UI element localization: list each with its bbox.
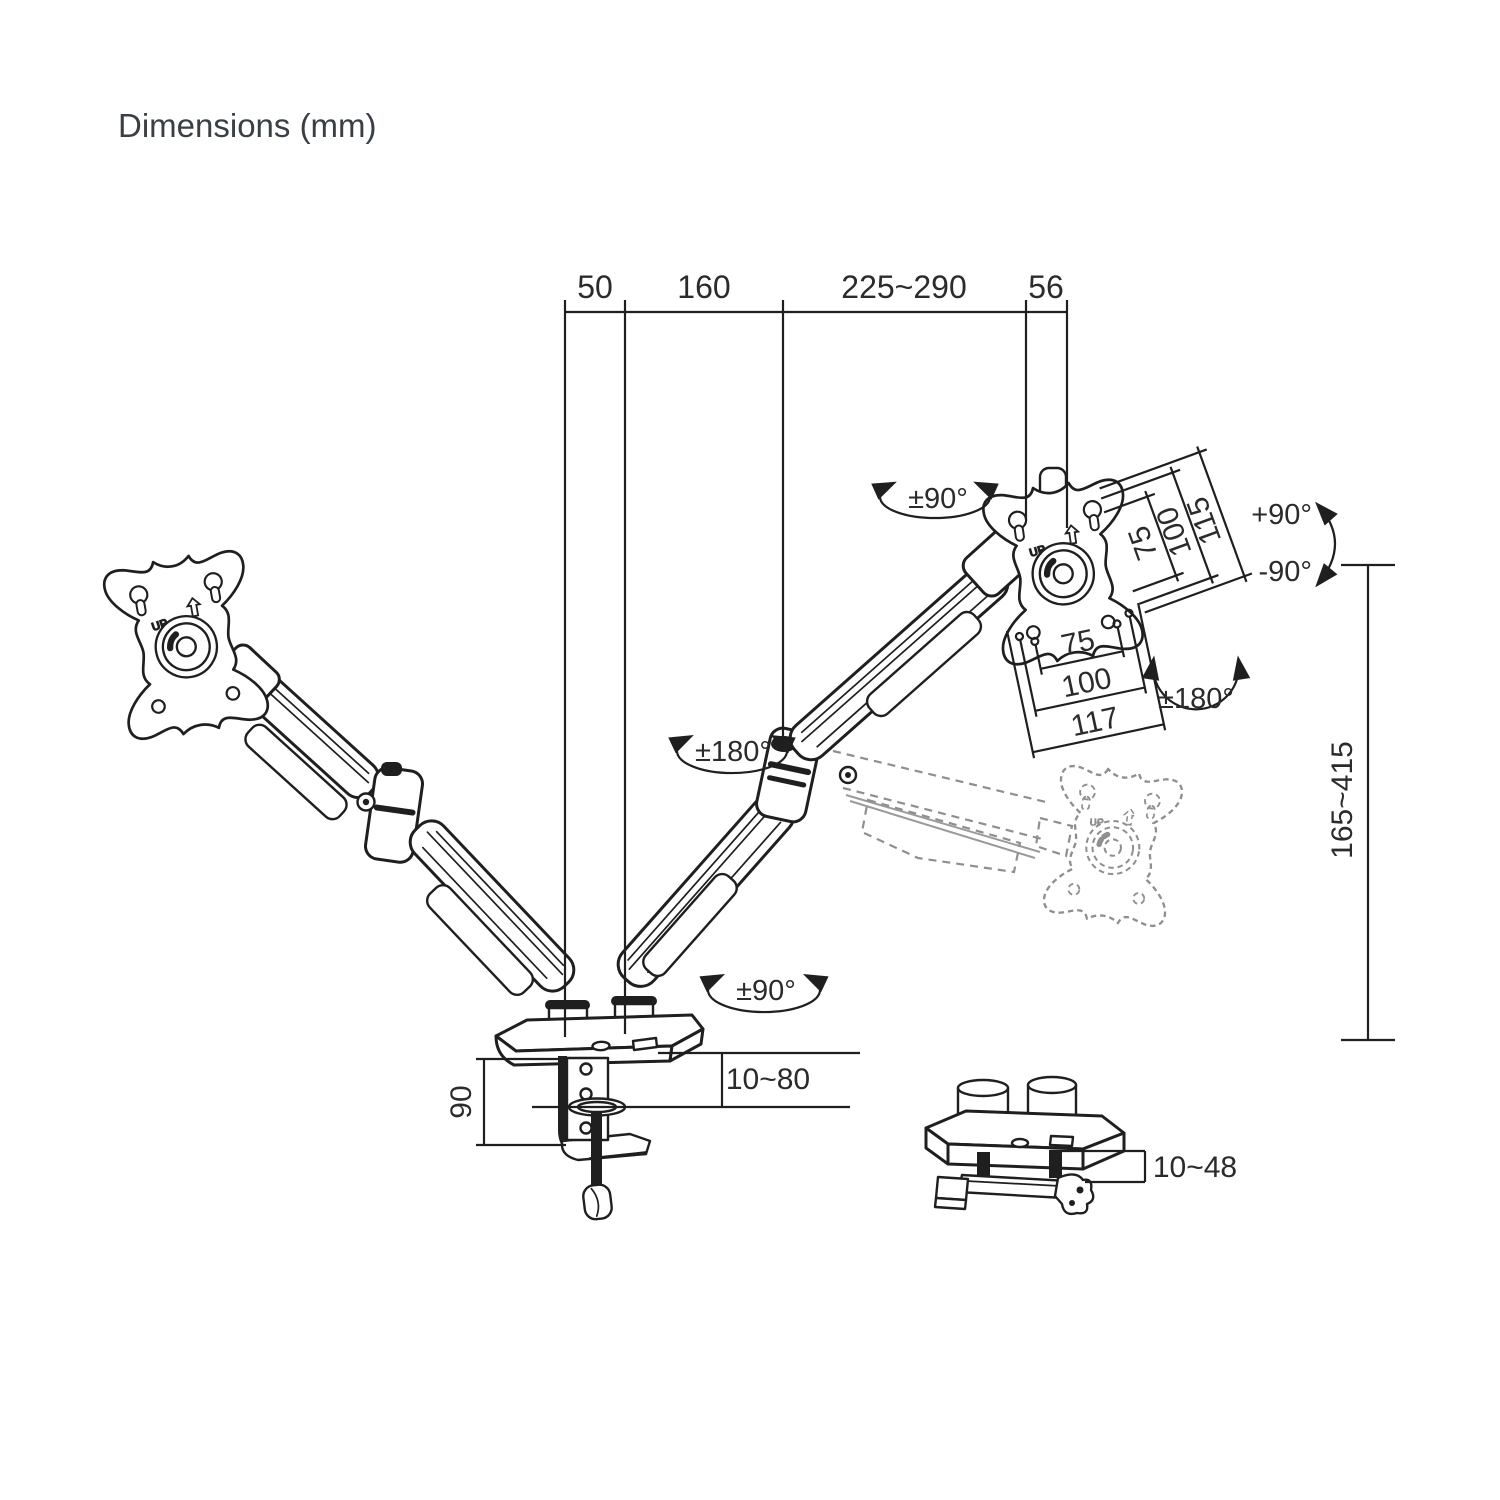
dim-vesa-h-100: 100 [1059,662,1115,705]
left-elbow-joint [364,766,424,864]
dim-vesa-h-75: 75 [1058,623,1098,662]
usb-slot [631,1036,659,1052]
dim-plate-offset: 56 [1028,269,1064,305]
rotation-elbow-swivel: ±180° [695,736,771,768]
clamp-dimensions: 90 10~80 10~48 [445,1051,1237,1184]
grommet-mount-view [924,1075,1126,1216]
cable-hole [1010,1137,1030,1149]
dim-pole-offset: 50 [577,269,613,305]
ghost-vesa-plate [1042,763,1184,930]
cable-hole [591,1040,611,1052]
clamp-knob [582,1183,613,1221]
right-arm [616,466,1068,988]
dim-height-range: 165~415 [1326,741,1359,859]
rotation-base-swivel: ±90° [736,975,796,1007]
height-range-dimension: 165~415 [1326,563,1395,1042]
dim-base-to-elbow: 160 [677,269,730,305]
head-swivel-arrow [871,481,999,520]
clamp-screw [591,1113,602,1189]
rotation-callouts: ±90° ±180° ±90° ±180° +90° -90° [668,481,1338,1014]
vesa-vertical-dimensions: 75 100 115 [1099,446,1253,614]
page-title: Dimensions (mm) [118,107,377,144]
left-arm [215,643,576,997]
dim-elbow-reach: 225~290 [841,269,966,305]
gas-spring-cover [642,872,738,978]
desk-clamp [558,1056,652,1221]
rotation-tilt-down: -90° [1258,556,1312,588]
base-swivel-arrow [699,974,829,1014]
rotation-tilt-up: +90° [1251,499,1312,531]
ghost-arm-lowered-position [832,749,1184,930]
dim-grommet-range: 10~48 [1153,1151,1237,1184]
desk-mount-base [494,996,705,1067]
grommet-jaw [956,1173,1070,1200]
top-dimension-lines: 50 160 225~290 56 [563,269,1069,1037]
plate-rotation-arrow [1141,655,1251,711]
dim-clamp-height: 90 [445,1085,478,1118]
usb-slot [1048,1134,1075,1148]
grommet-screw-knob [1053,1173,1095,1216]
rotation-plate: ±180° [1158,683,1234,715]
gas-spring-cover [865,610,983,718]
rotation-head-swivel: ±90° [908,483,968,515]
gas-spring-cover [425,883,535,997]
gas-spring-cover [244,723,348,821]
dim-vesa-h-117: 117 [1068,701,1122,743]
elbow-swivel-arrow [668,735,796,775]
tilt-arrow [1315,501,1338,588]
dim-clamp-range: 10~80 [726,1063,810,1096]
